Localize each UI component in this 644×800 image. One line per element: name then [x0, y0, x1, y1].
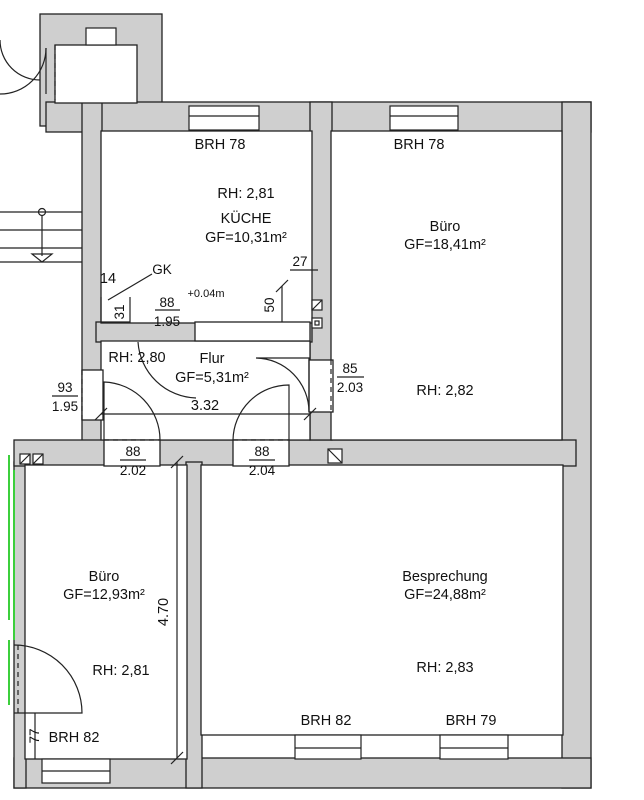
door-entry-opening: [81, 369, 104, 421]
label-brh-besprechung-left: BRH 82: [301, 713, 352, 729]
kueche-gf: GF=10,31m²: [205, 230, 287, 246]
dim-flur-width: 3.32: [191, 398, 219, 414]
dim-tick-470-top: [170, 455, 184, 469]
dim-31: 31: [112, 304, 127, 319]
duct-icon-3-x: [327, 448, 343, 464]
buero-ne-name: Büro: [430, 219, 461, 235]
label-level: +0.04m: [188, 288, 225, 300]
dim-buero-sw-door-h: 2.02: [120, 463, 146, 478]
duct-icon-1-x: [311, 299, 323, 311]
wall-mid-horizontal: [13, 439, 577, 467]
staircase: [0, 207, 82, 263]
flur-name: Flur: [200, 351, 225, 367]
room-nw-small: [54, 44, 138, 104]
duct-icon-4-x: [19, 453, 31, 465]
duct-icon-2-inner: [314, 320, 320, 326]
buero-ne-rh: RH: 2,82: [416, 383, 473, 399]
window-buero-ne: [389, 105, 459, 131]
dim-27: 27: [292, 254, 307, 269]
dim-tick-flur-l: [94, 407, 108, 421]
buero-sw-rh: RH: 2,81: [92, 663, 149, 679]
duct-symbols: [19, 299, 343, 465]
dim-besprechung-door-w: 88: [254, 444, 269, 459]
wall-west-lower: [13, 461, 27, 789]
label-brh-buero-sw: BRH 82: [49, 730, 100, 746]
dim-77: 77: [27, 728, 42, 743]
flur-rh: RH: 2,80: [108, 350, 165, 366]
stair-arrow: [30, 253, 54, 263]
door-buero-sw-west-swing: [13, 644, 83, 714]
window-nw-top: [85, 27, 117, 46]
dim-entry-w: 93: [57, 380, 72, 395]
besprechung-gf: GF=24,88m²: [404, 587, 486, 603]
flur-gf: GF=5,31m²: [175, 370, 249, 386]
door-arc-nw-2: [0, 39, 41, 81]
dim-buero-ne-door-h: 2.03: [337, 380, 363, 395]
kitchen-alcove: [194, 321, 311, 342]
dim-tick-flur-r: [303, 407, 317, 421]
buero-sw-gf: GF=12,93m²: [63, 587, 145, 603]
kueche-rh: RH: 2,81: [217, 186, 274, 202]
room-buero-ne: [330, 130, 563, 441]
dim-tick-470-bottom: [170, 751, 184, 765]
dim-kitchen-opening-w: 88: [159, 295, 174, 310]
room-besprechung: [200, 464, 564, 736]
dimension-lines: [34, 269, 318, 765]
kueche-name: KÜCHE: [221, 209, 272, 227]
duct-icon-5-x: [32, 453, 44, 465]
window-kueche: [188, 105, 260, 131]
door-buero-ne-opening: [308, 359, 334, 413]
doors: [13, 341, 334, 714]
dim-besprechung-door-h: 2.04: [249, 463, 276, 478]
dim-buero-sw-door-w: 88: [125, 444, 140, 459]
dim-buero-ne-door-w: 85: [342, 361, 357, 376]
buero-sw-name: Büro: [89, 569, 120, 585]
window-besprechung-right: [439, 734, 509, 760]
door-besprechung-swing: [232, 384, 290, 441]
label-gk: GK: [152, 262, 172, 277]
kitchen-niche: [100, 297, 131, 323]
wall-lower-partition: [185, 461, 203, 789]
rooms: [24, 44, 564, 760]
buero-ne-gf: GF=18,41m²: [404, 237, 486, 253]
label-brh-kueche: BRH 78: [195, 137, 246, 153]
door-buero-ne-swing: [255, 357, 310, 413]
kitchen-opening-swing: [137, 341, 197, 399]
label-brh-besprechung-right: BRH 79: [446, 713, 497, 729]
windows: [41, 27, 509, 784]
window-besprechung-left: [294, 734, 362, 760]
door-arc-nw: [0, 47, 47, 95]
dim-50: 50: [262, 297, 277, 312]
dim-kitchen-opening-h: 1.95: [154, 314, 180, 329]
besprechung-name: Besprechung: [402, 569, 487, 585]
besprechung-rh: RH: 2,83: [416, 660, 473, 676]
duct-icon-2: [311, 317, 323, 329]
label-brh-buero-ne: BRH 78: [394, 137, 445, 153]
dim-14: 14: [100, 271, 116, 287]
dim-tick-50: [275, 279, 289, 293]
dim-line-gk: [107, 273, 153, 301]
dim-buero-sw-length: 4.70: [156, 598, 172, 626]
room-buero-sw: [24, 464, 188, 760]
door-buero-sw-swing: [103, 381, 161, 441]
dim-entry-h: 1.95: [52, 399, 78, 414]
